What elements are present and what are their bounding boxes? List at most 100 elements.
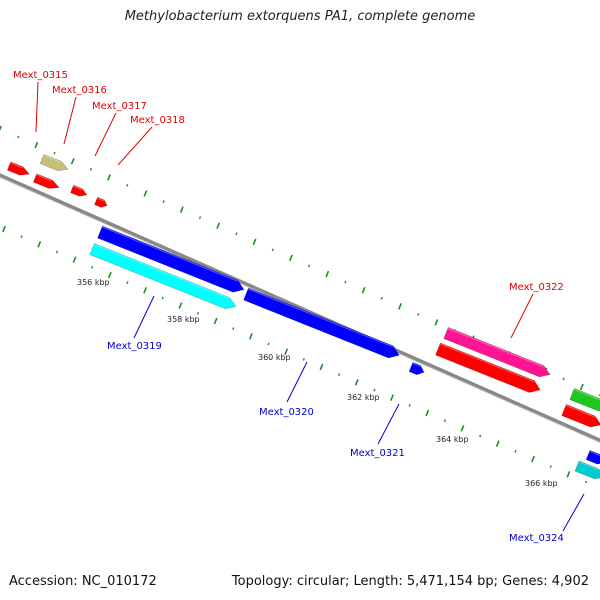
gene-feature-shade — [43, 154, 62, 163]
tick-mark — [213, 317, 218, 325]
tick-label: 358 kbp — [167, 315, 200, 324]
tick-mark — [126, 281, 129, 285]
tick-label: 364 kbp — [436, 435, 469, 444]
map-title: Methylobacterium extorquens PA1, complet… — [124, 9, 476, 24]
gene-label: Mext_0316 — [52, 85, 107, 96]
gene-label: Mext_0317 — [92, 101, 147, 112]
gene-feature-shade — [565, 404, 595, 418]
gene-feature — [32, 173, 60, 189]
gene-feature — [89, 243, 237, 310]
gene-feature — [585, 449, 600, 465]
tick-mark — [443, 419, 447, 423]
gene-feature — [443, 327, 551, 378]
tick-mark — [107, 174, 112, 181]
gene-feature-shade — [93, 243, 230, 300]
tick-mark — [72, 256, 77, 263]
tick-mark — [562, 377, 565, 381]
accession-text: Accession: NC_010172 — [9, 574, 157, 589]
tick-mark — [284, 348, 289, 355]
tick-mark — [248, 333, 253, 340]
gene-label: Mext_0318 — [130, 115, 185, 126]
tick-mark — [495, 440, 500, 447]
gene-feature-shade — [573, 388, 600, 401]
gene-feature-shade — [578, 461, 599, 471]
tick-label: 356 kbp — [77, 278, 110, 287]
callout-line — [286, 361, 308, 403]
tick-mark — [398, 303, 402, 310]
tick-mark — [302, 357, 305, 361]
callout-line — [377, 403, 400, 445]
tick-mark — [584, 480, 588, 484]
genome-summary-text: Topology: circular; Length: 5,471,154 bp… — [231, 574, 589, 589]
tick-mark — [126, 184, 129, 187]
gene-label: Mext_0324 — [509, 533, 564, 544]
tick-mark — [161, 296, 164, 300]
tick-mark — [531, 455, 536, 463]
tick-mark — [37, 241, 42, 248]
tick-mark — [390, 394, 394, 401]
tick-label: 366 kbp — [525, 479, 558, 488]
gene-feature — [243, 287, 400, 359]
gene-feature — [39, 153, 69, 172]
tick-mark — [55, 250, 59, 254]
gene-feature-shade — [10, 162, 23, 169]
gene-feature-shade — [72, 185, 83, 191]
tick-mark — [337, 373, 341, 377]
tick-mark — [373, 388, 376, 392]
tick-mark — [143, 287, 148, 294]
tick-mark — [319, 363, 324, 371]
tick-mark — [89, 167, 93, 171]
tick-mark — [514, 449, 517, 453]
gene-feature — [569, 388, 600, 412]
tick-mark — [20, 235, 23, 239]
tick-mark — [143, 190, 148, 197]
backbone-line — [0, 173, 600, 443]
tick-mark — [53, 151, 56, 155]
gene-feature-shade — [589, 450, 600, 457]
tick-mark — [354, 379, 359, 386]
tick-mark — [408, 403, 411, 407]
gene-feature-shade — [101, 226, 238, 282]
gene-label: Mext_0319 — [107, 341, 162, 352]
tick-mark — [344, 280, 347, 284]
tick-mark — [198, 216, 202, 220]
tick-label: 360 kbp — [258, 353, 291, 362]
tick-mark — [380, 296, 383, 300]
gene-feature — [561, 404, 600, 428]
tick-mark — [288, 254, 293, 262]
tick-mark — [566, 471, 571, 478]
tick-mark — [361, 286, 366, 294]
tick-mark — [0, 125, 2, 132]
tick-mark — [91, 265, 94, 269]
gene-feature-shade — [96, 197, 104, 202]
tick-mark — [579, 383, 584, 391]
gene-feature — [435, 342, 541, 393]
callout-line — [94, 112, 117, 157]
callout-line — [133, 295, 155, 339]
gene-label: Mext_0320 — [259, 407, 314, 418]
gene-label: Mext_0321 — [350, 448, 405, 459]
tick-label: 362 kbp — [347, 393, 380, 402]
gene-feature — [408, 361, 425, 376]
tick-mark — [417, 313, 420, 316]
tick-mark — [34, 141, 39, 149]
callout-line — [63, 96, 77, 145]
tick-mark — [460, 425, 465, 432]
callout-line — [562, 493, 585, 532]
tick-mark — [479, 434, 482, 438]
tick-mark — [196, 311, 200, 315]
gene-feature-shade — [447, 327, 544, 368]
tick-mark — [70, 157, 75, 165]
gene-feature — [97, 225, 245, 293]
tick-mark — [425, 409, 430, 417]
tick-mark — [179, 206, 184, 213]
gene-feature — [574, 460, 600, 480]
gene-label: Mext_0322 — [509, 282, 564, 293]
tick-mark — [232, 327, 235, 331]
callout-line — [35, 81, 39, 133]
gene-feature-shade — [247, 288, 394, 348]
tick-mark — [325, 270, 330, 278]
tick-mark — [2, 225, 6, 233]
